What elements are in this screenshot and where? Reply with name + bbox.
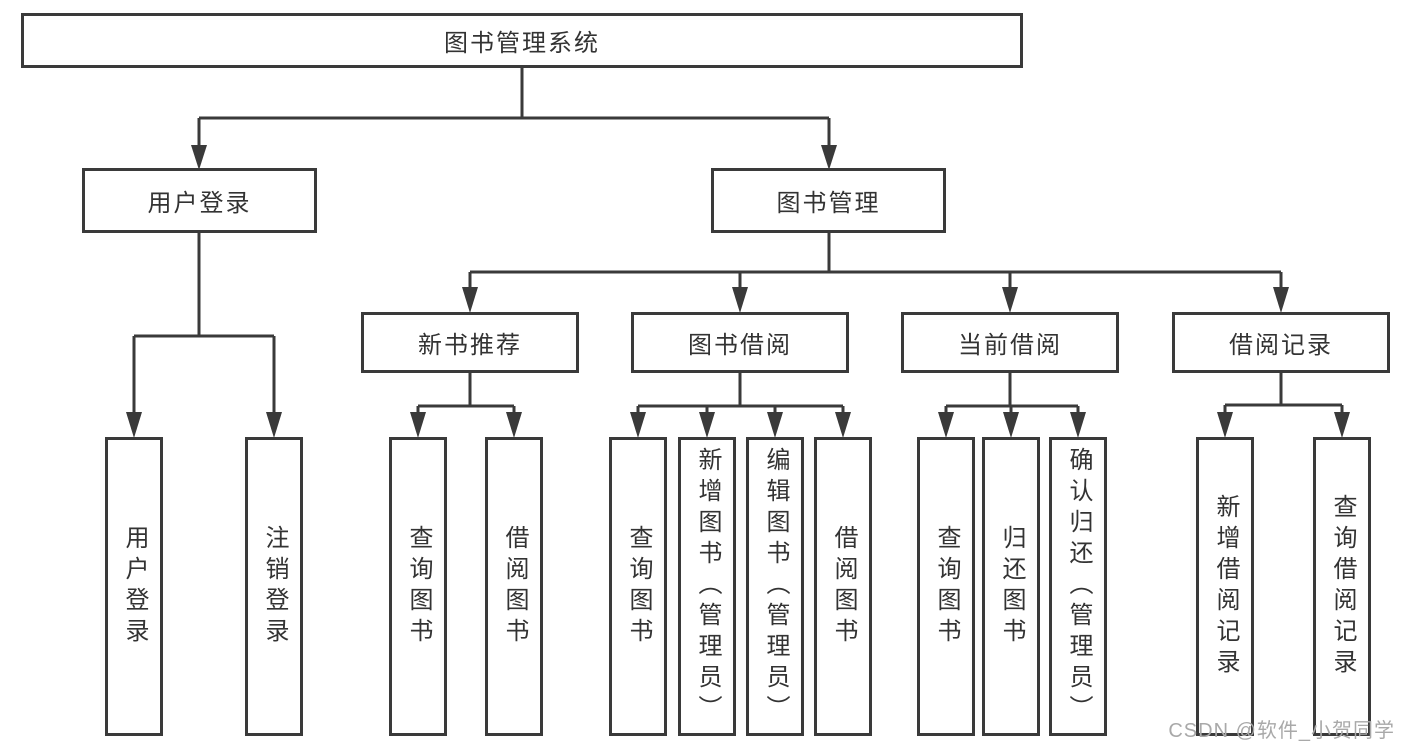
leaf-logout: 注销登录 <box>245 437 303 736</box>
node-current-borrowing: 当前借阅 <box>901 312 1119 373</box>
node-new-book-recommendation: 新书推荐 <box>361 312 579 373</box>
leaf-borrow-books: 借阅图书 <box>814 437 872 736</box>
node-book-management: 图书管理 <box>711 168 946 233</box>
csdn-watermark: CSDN @软件_小贺同学 <box>1168 720 1395 742</box>
leaf-current-query-books: 查询图书 <box>917 437 975 736</box>
leaf-query-borrow-record: 查询借阅记录 <box>1313 437 1371 736</box>
leaf-recommend-query-books: 查询图书 <box>389 437 447 736</box>
leaf-user-login: 用户登录 <box>105 437 163 736</box>
leaf-return-books: 归还图书 <box>982 437 1040 736</box>
leaf-edit-books-admin: 编辑图书（管理员） <box>746 437 804 736</box>
leaf-add-borrow-record: 新增借阅记录 <box>1196 437 1254 736</box>
node-borrowing-records: 借阅记录 <box>1172 312 1390 373</box>
leaf-add-books-admin: 新增图书（管理员） <box>678 437 736 736</box>
node-library-management-system: 图书管理系统 <box>21 13 1023 68</box>
leaf-recommend-borrow-books: 借阅图书 <box>485 437 543 736</box>
leaf-confirm-return-admin: 确认归还（管理员） <box>1049 437 1107 736</box>
node-book-borrowing: 图书借阅 <box>631 312 849 373</box>
node-user-login: 用户登录 <box>82 168 317 233</box>
leaf-borrowing-query-books: 查询图书 <box>609 437 667 736</box>
